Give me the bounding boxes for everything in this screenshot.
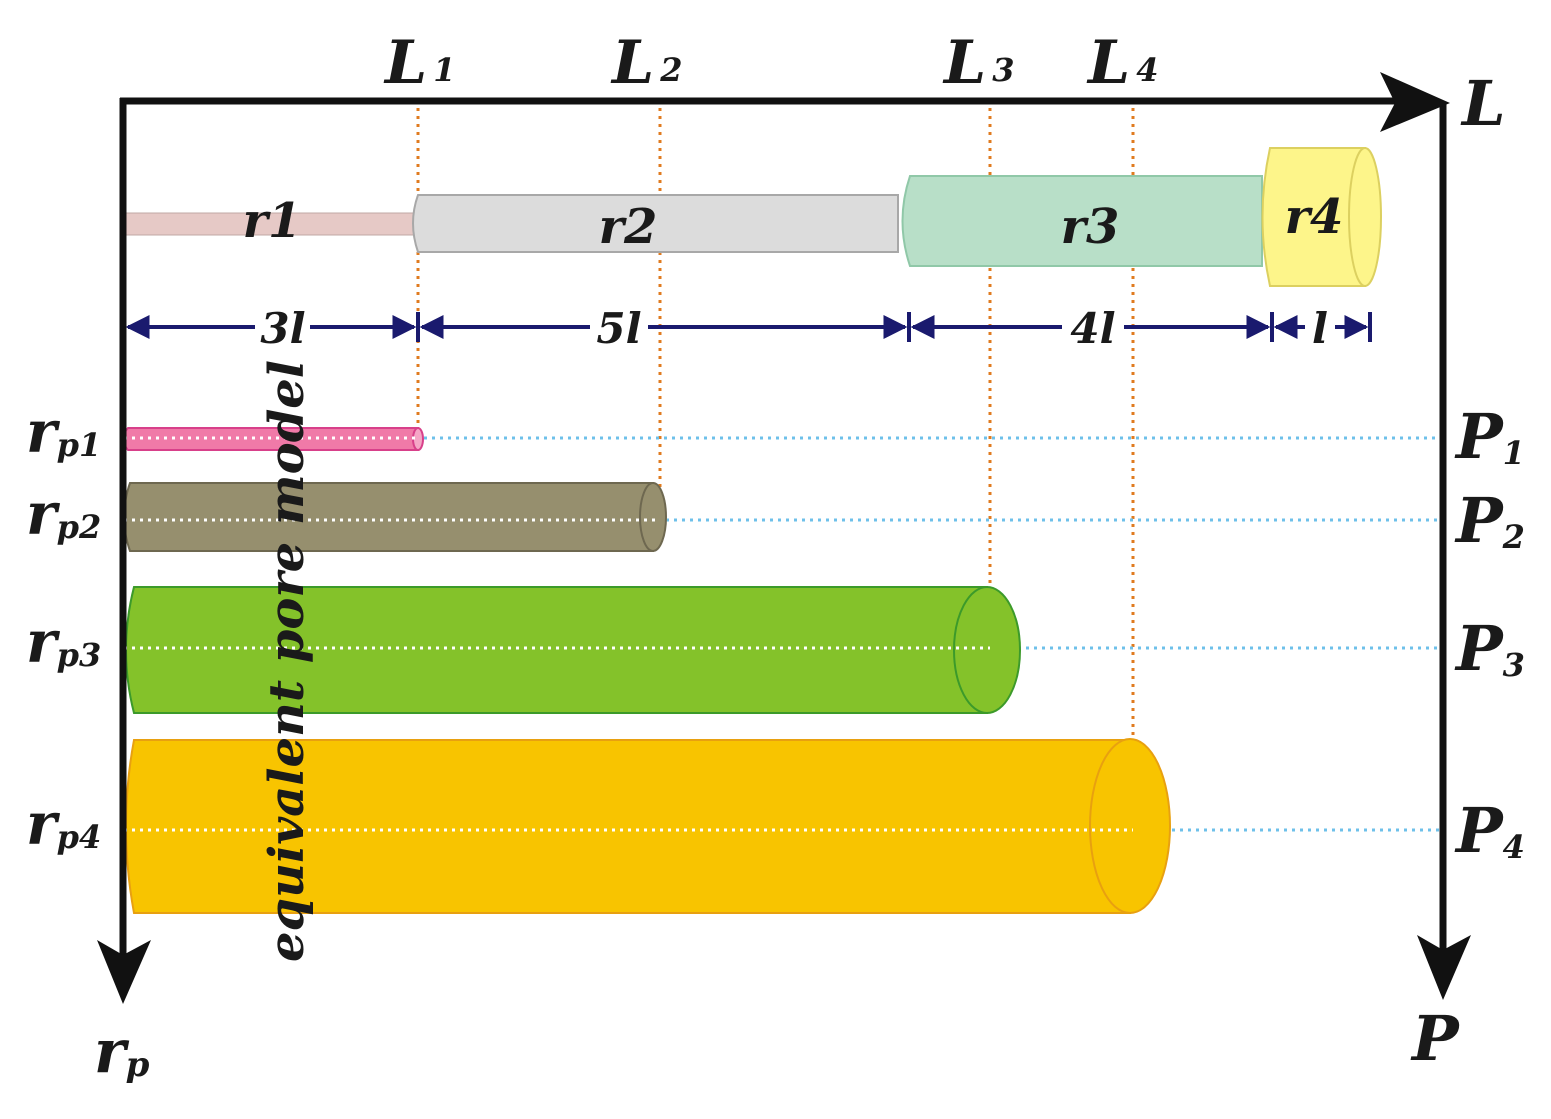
rp1-sub: p1 xyxy=(57,426,102,464)
pore-r3-body xyxy=(901,175,1263,267)
P2-label: P2 xyxy=(1454,484,1525,557)
equivalent-cylinders xyxy=(122,427,1171,914)
cylinder-rp2-body xyxy=(123,482,654,552)
rp1-main: r xyxy=(26,398,61,466)
pore-r2-body xyxy=(412,194,899,253)
P2-main: P xyxy=(1454,484,1505,557)
pore-series: r1 r2 r3 r4 xyxy=(124,147,1382,287)
axis-title-L: L xyxy=(1460,67,1506,140)
axis-rp-main: r xyxy=(94,1017,130,1087)
pore-r4-body xyxy=(1261,147,1366,287)
axis-rp-sub: p xyxy=(126,1045,150,1085)
P1-main: P xyxy=(1454,400,1505,473)
pore-r2-label: r2 xyxy=(599,199,658,255)
L4-main: L xyxy=(1086,28,1130,98)
cylinder-rp2-end xyxy=(639,482,667,552)
L2-main: L xyxy=(610,28,654,98)
rp4-label: rp4 xyxy=(26,790,101,858)
pore-r4-label: r4 xyxy=(1285,189,1344,245)
L1-main: L xyxy=(383,28,427,98)
segment-4l: 4l xyxy=(1070,304,1115,353)
cylinder-rp3-body xyxy=(125,586,988,714)
P2-sub: 2 xyxy=(1502,518,1525,556)
P4-label: P4 xyxy=(1454,794,1525,867)
rp3-label: rp3 xyxy=(26,608,101,676)
rp3-sub: p3 xyxy=(57,636,102,674)
dimension-ticks xyxy=(416,312,1372,342)
P1-label: P1 xyxy=(1454,400,1525,473)
L1-sub: 1 xyxy=(433,51,455,89)
rp3-main: r xyxy=(26,608,61,676)
rp4-sub: p4 xyxy=(57,818,102,856)
segment-3l: 3l xyxy=(260,304,305,353)
rp4-main: r xyxy=(26,790,61,858)
pore-r1-label: r1 xyxy=(243,193,302,249)
rp2-main: r xyxy=(26,480,61,548)
P4-main: P xyxy=(1454,794,1505,867)
P3-main: P xyxy=(1454,612,1505,685)
segment-5l: 5l xyxy=(596,304,641,353)
segment-l: l xyxy=(1312,304,1328,353)
P1-sub: 1 xyxy=(1503,434,1525,472)
blue-guides xyxy=(424,436,1440,832)
L2-sub: 2 xyxy=(659,51,682,89)
P4-sub: 4 xyxy=(1503,828,1525,866)
equivalent-pore-model-caption: equivalent pore model xyxy=(259,360,315,962)
rp1-label: rp1 xyxy=(26,398,101,466)
axis-title-rp: rp xyxy=(94,1017,150,1087)
rp2-label: rp2 xyxy=(26,480,101,548)
cylinder-rp3-end xyxy=(953,586,1021,714)
axes xyxy=(119,97,1447,960)
P3-sub: 3 xyxy=(1503,646,1525,684)
center-lines xyxy=(124,436,1133,832)
rp2-sub: p2 xyxy=(57,508,102,546)
L4-sub: 4 xyxy=(1136,51,1158,89)
cylinder-rp4-end xyxy=(1089,738,1171,914)
right-axis-arrowhead xyxy=(1417,935,1471,1000)
pore-r4-end xyxy=(1348,147,1382,287)
L3-sub: 3 xyxy=(992,51,1014,89)
top-axis-arrowhead xyxy=(1380,72,1450,132)
P3-label: P3 xyxy=(1454,612,1525,685)
pore-r3-label: r3 xyxy=(1061,199,1120,255)
left-axis-arrowhead xyxy=(97,940,151,1004)
axis-title-P: P xyxy=(1410,1002,1461,1075)
L3-main: L xyxy=(942,28,986,98)
